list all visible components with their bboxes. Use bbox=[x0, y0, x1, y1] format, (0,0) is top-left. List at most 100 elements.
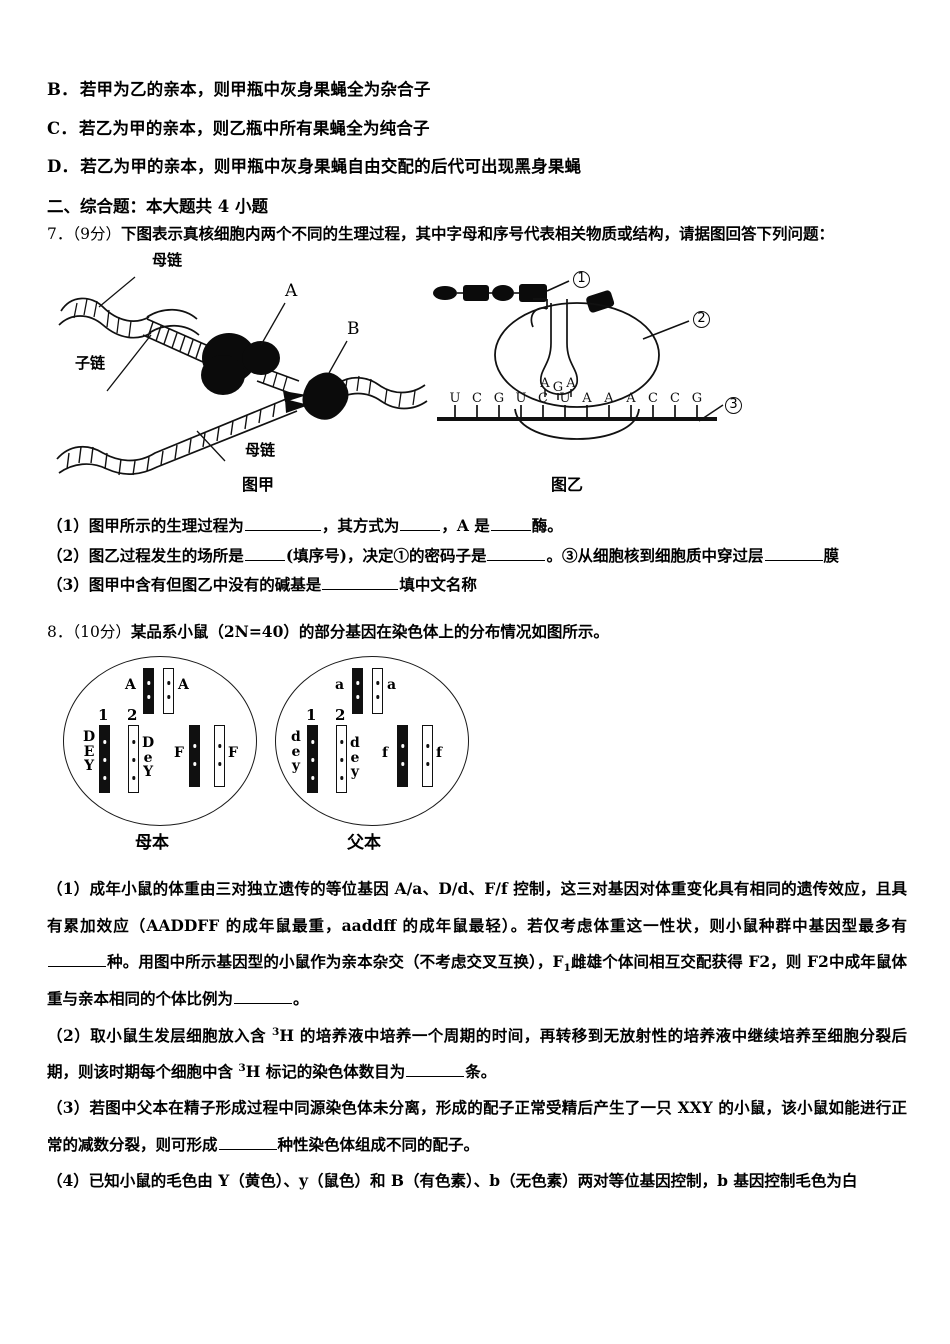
sub-2-label: （2） bbox=[47, 545, 89, 565]
gene-label-f-right: f bbox=[436, 745, 443, 762]
question-8-sub-4: （4）已知小鼠的毛色由 Y（黄色）、y（鼠色）和 B（有色素）、b（无色素）两对… bbox=[47, 1163, 907, 1199]
isotope-superscript-1: 3 bbox=[272, 1025, 280, 1038]
chromosome-number-2-mother: 2 bbox=[127, 706, 138, 725]
svg-text:C: C bbox=[670, 391, 680, 406]
svg-text:G: G bbox=[494, 391, 504, 406]
section-heading: 二、综合题：本大题共 4 小题 bbox=[47, 196, 268, 216]
label-enzyme-b: B bbox=[347, 319, 360, 340]
svg-text:C: C bbox=[538, 391, 548, 406]
question-7-stem: 7．（9分）下图表示真核细胞内两个不同的生理过程，其中字母和序号代表相关物质或结… bbox=[47, 224, 907, 245]
answer-blank[interactable] bbox=[244, 516, 321, 532]
chromosome-f-dark-father bbox=[397, 725, 408, 788]
choice-text-b: 若甲为乙的亲本，则甲瓶中灰身果蝇全为杂合子 bbox=[79, 80, 431, 99]
question-8-number: 8． bbox=[47, 622, 73, 641]
q8-sub-3-a: 若图中父本在精子形成过程中同源染色体未分离，形成的配子正常受精后产生了一只 XX… bbox=[89, 1098, 860, 1118]
q8-sub-4-a: 已知小鼠的毛色由 Y（黄色）、y（鼠色）和 B（有色素）、b（无色素）两对等位基… bbox=[88, 1171, 858, 1191]
answer-blank[interactable] bbox=[48, 952, 106, 968]
q8-sub-1-line3a: 多有 bbox=[874, 915, 907, 935]
sub-3-part-1: 填中文名称 bbox=[399, 575, 477, 595]
answer-blank[interactable] bbox=[244, 545, 285, 561]
choice-option-b: B．若甲为乙的亲本，则甲瓶中灰身果蝇全为杂合子 bbox=[47, 80, 907, 101]
answer-blank[interactable] bbox=[218, 1134, 277, 1150]
caption-figure-jia: 图甲 bbox=[242, 475, 275, 495]
question-7-number: 7． bbox=[47, 225, 73, 244]
sub-1-part-3: 酶。 bbox=[531, 516, 563, 536]
sub-2-part-3: 膜 bbox=[823, 545, 840, 565]
svg-text:G: G bbox=[692, 391, 702, 406]
svg-text:C: C bbox=[472, 391, 482, 406]
svg-text:A: A bbox=[581, 391, 592, 406]
chromosome-a-dark-father bbox=[352, 668, 363, 715]
q8-sub-1-line4a: 中成年鼠体重与亲本相同的个体比例为 bbox=[47, 952, 907, 1009]
choice-option-c: C．若乙为甲的亲本，则乙瓶中所有果蝇全为纯合子 bbox=[47, 119, 907, 140]
svg-text:C: C bbox=[648, 391, 658, 406]
answer-blank[interactable] bbox=[490, 516, 531, 532]
caption-father-cell: 父本 bbox=[347, 833, 381, 854]
gene-label-F-left: F bbox=[174, 745, 184, 762]
figure-7-container: 母链 子链 母链 A B 图甲 bbox=[47, 249, 907, 511]
question-8-sub-2: （2）取小鼠生发层细胞放入含 3H 的培养液中培养一个周期的时间，再转移到无放射… bbox=[47, 1018, 907, 1091]
svg-text:U: U bbox=[516, 391, 527, 406]
sub-1-label: （1） bbox=[47, 516, 89, 536]
chromosome-f-light-mother bbox=[214, 725, 225, 788]
svg-text:G: G bbox=[553, 380, 563, 395]
chromosome-number-1-mother: 1 bbox=[98, 706, 109, 725]
chromosome-number-2-father: 2 bbox=[335, 706, 346, 725]
choice-text-d: 若乙为甲的亲本，则甲瓶中灰身果蝇自由交配的后代可出现黑身果蝇 bbox=[80, 157, 582, 177]
gene-label-a-left: a bbox=[335, 677, 345, 694]
sub-3-label: （3） bbox=[47, 575, 89, 595]
chromosome-a-dark bbox=[143, 668, 154, 715]
chromosome-2-father bbox=[336, 725, 347, 794]
question-8-text: 某品系小鼠（2N=40）的部分基因在染色体上的分布情况如图所示。 bbox=[130, 621, 609, 641]
choice-text-c: 若乙为甲的亲本，则乙瓶中所有果蝇全为纯合子 bbox=[79, 118, 430, 138]
label-template-strand-bottom: 母链 bbox=[245, 441, 276, 460]
sub-1-part-2: ，A 是 bbox=[441, 516, 490, 536]
q8-sub-2-a: 取小鼠生发层细胞放入含 bbox=[90, 1025, 273, 1045]
answer-blank[interactable] bbox=[406, 1061, 465, 1078]
sub-2-part-0: 图乙过程发生的场所是 bbox=[88, 545, 244, 565]
mother-cell-outline bbox=[63, 656, 257, 827]
gene-label-F-right: F bbox=[228, 745, 238, 762]
q8-sub-3-c: 种性染色体组成不同的配子。 bbox=[277, 1134, 480, 1154]
gene-label-A-right: A bbox=[178, 677, 189, 694]
chromosome-2-mother bbox=[128, 725, 139, 794]
translation-diagram: A G A U C G U C U A A A C C G bbox=[433, 280, 724, 441]
sub-2-part-2: 。③从细胞核到细胞质中穿过层 bbox=[546, 545, 764, 565]
question-7-score: （9分） bbox=[72, 225, 121, 244]
q8-sub-2-c: 裂后期，则该时期每个细胞中含 bbox=[47, 1025, 907, 1082]
answer-blank[interactable] bbox=[400, 516, 441, 532]
f1-subscript: 1 bbox=[563, 962, 571, 975]
chromosome-a-light-father bbox=[372, 668, 383, 715]
marker-3-icon: 3 bbox=[725, 397, 742, 415]
answer-blank[interactable] bbox=[764, 545, 823, 561]
caption-mother-cell: 母本 bbox=[135, 833, 169, 854]
answer-blank[interactable] bbox=[234, 988, 293, 1005]
q8-sub-2-e: 条。 bbox=[465, 1062, 497, 1082]
page-content: B．若甲为乙的亲本，则甲瓶中灰身果蝇全为杂合子 C．若乙为甲的亲本，则乙瓶中所有… bbox=[47, 80, 907, 1200]
dna-replication-diagram bbox=[56, 276, 428, 476]
svg-text:A: A bbox=[565, 376, 576, 391]
question-7-sub-2: （2）图乙过程发生的场所是(填序号)，决定①的密码子是。③从细胞核到细胞质中穿过… bbox=[47, 541, 907, 570]
answer-blank[interactable] bbox=[487, 545, 546, 561]
q8-sub-4-label: （4） bbox=[47, 1171, 89, 1191]
q8-sub-2-b: 的培养液中培养一个周期的时间，再转移到无放射性的培养液中继续培养至细胞分 bbox=[294, 1025, 876, 1045]
svg-text:A: A bbox=[625, 391, 636, 406]
father-cell-outline bbox=[275, 656, 469, 827]
mrna-base-letters: U C G U C U A A A C C G bbox=[450, 391, 703, 406]
svg-text:U: U bbox=[560, 391, 571, 406]
marker-1-icon: 1 bbox=[573, 271, 590, 289]
q8-sub-1-line2: 且具有累加效应（AADDFF 的成年鼠最重，aaddff 的成年鼠最轻）。若仅考… bbox=[47, 879, 907, 935]
isotope-symbol-2: H bbox=[245, 1062, 261, 1082]
answer-blank[interactable] bbox=[322, 574, 399, 591]
q8-sub-1-line4b: 。 bbox=[293, 989, 309, 1009]
sub-1-part-1: ，其方式为 bbox=[321, 516, 400, 536]
isotope-superscript-2: 3 bbox=[238, 1061, 246, 1074]
q8-sub-1-line3b: 种。用图中所示基因型的小鼠作为亲本杂交（不考虑交叉互换），F bbox=[107, 952, 564, 972]
marker-2-icon: 2 bbox=[693, 311, 710, 329]
choice-option-d: D．若乙为甲的亲本，则甲瓶中灰身果蝇自由交配的后代可出现黑身果蝇 bbox=[47, 157, 907, 178]
chromosome-f-dark-mother bbox=[189, 725, 200, 788]
